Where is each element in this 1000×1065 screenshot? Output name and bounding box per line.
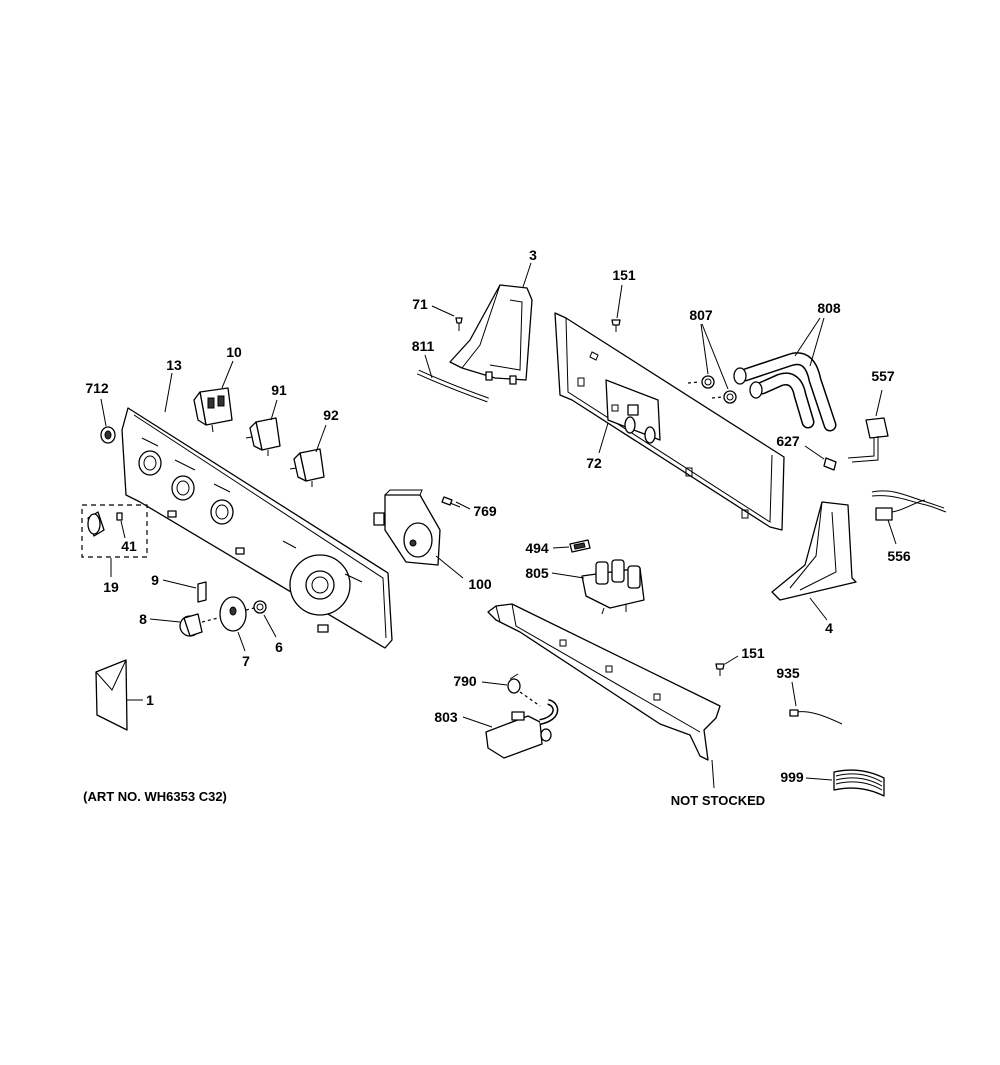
part-807-washers — [687, 323, 737, 404]
callout-71: 71 — [412, 296, 428, 312]
part-803-pressure-sensor — [462, 699, 559, 759]
part-4-end-cap-right — [771, 501, 857, 621]
part-9-clip — [162, 579, 207, 603]
callout-9: 9 — [151, 572, 159, 588]
part-8-knob — [149, 613, 203, 637]
callout-999: 999 — [780, 769, 804, 785]
callout-7: 7 — [242, 653, 250, 669]
not-stocked-rear-rail — [487, 603, 721, 789]
part-494-connector — [552, 539, 591, 553]
callout-935: 935 — [776, 665, 800, 681]
part-811-harness — [416, 354, 489, 403]
part-935-wire — [789, 681, 843, 725]
callout-1: 1 — [146, 692, 154, 708]
callout-556: 556 — [887, 548, 911, 564]
part-151-screw-top — [611, 284, 623, 332]
part-10-switch — [193, 360, 234, 433]
callout-557: 557 — [871, 368, 895, 384]
part-13-control-panel — [121, 372, 393, 649]
callout-805: 805 — [525, 565, 549, 581]
part-1-manual — [95, 659, 143, 731]
callout-100: 100 — [468, 576, 492, 592]
part-3-end-cap-left — [449, 262, 533, 385]
callout-labels: 1 3 4 6 7 8 9 10 13 19 41 71 72 91 92 10… — [85, 247, 911, 785]
callout-91: 91 — [271, 382, 287, 398]
part-7-dial — [219, 596, 247, 652]
callout-769: 769 — [473, 503, 497, 519]
part-556-harness — [871, 490, 947, 545]
part-627-grommet — [804, 445, 837, 471]
callout-92: 92 — [323, 407, 339, 423]
callout-151-top: 151 — [612, 267, 636, 283]
part-790-clamp — [481, 673, 521, 694]
callout-494: 494 — [525, 540, 549, 556]
callout-6: 6 — [275, 639, 283, 655]
part-72-backsplash — [554, 312, 785, 531]
callout-10: 10 — [226, 344, 242, 360]
part-19-knob-kit — [81, 504, 148, 577]
callout-803: 803 — [434, 709, 458, 725]
callout-811: 811 — [412, 338, 435, 354]
part-100-timer — [373, 489, 464, 579]
not-stocked-label: NOT STOCKED — [671, 793, 765, 808]
part-557-sensor — [847, 389, 889, 463]
part-6-nut — [253, 600, 277, 638]
part-151-screw-bottom — [715, 655, 739, 676]
part-92-switch — [289, 424, 327, 487]
part-999-ties — [805, 769, 885, 797]
part-805-water-valve — [551, 559, 645, 615]
callout-4: 4 — [825, 620, 833, 636]
art-number-label: (ART NO. WH6353 C32) — [83, 789, 227, 804]
part-91-switch — [245, 399, 281, 456]
callout-13: 13 — [166, 357, 182, 373]
callout-8: 8 — [139, 611, 147, 627]
callout-41: 41 — [121, 538, 137, 554]
callout-151-bottom: 151 — [741, 645, 765, 661]
callout-19: 19 — [103, 579, 119, 595]
callout-807: 807 — [689, 307, 713, 323]
part-769-screw — [441, 496, 471, 510]
part-712-insert — [100, 398, 116, 444]
callout-3: 3 — [529, 247, 537, 263]
callout-712: 712 — [85, 380, 109, 396]
callout-790: 790 — [453, 673, 477, 689]
part-808-fill-hoses — [733, 317, 837, 432]
part-71-screw — [431, 305, 463, 331]
callout-627: 627 — [776, 433, 800, 449]
callout-72: 72 — [586, 455, 602, 471]
callout-808: 808 — [817, 300, 841, 316]
